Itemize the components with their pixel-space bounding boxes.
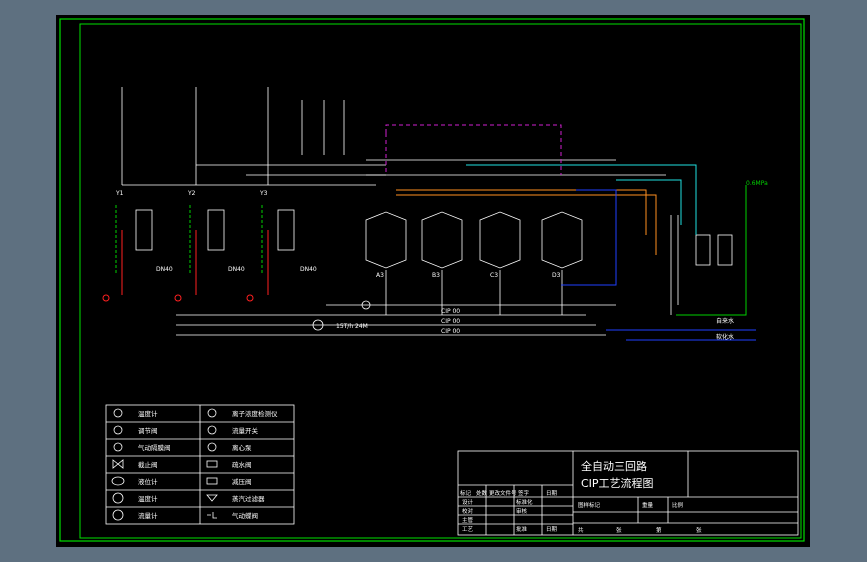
- diagram-labels: 15T/h 24M 自来水 软化水 0.6MPa CIP 00 CIP 00 C…: [115, 180, 768, 341]
- title-block: [457, 450, 799, 536]
- outer-frame: [59, 18, 805, 542]
- signal-lines: [115, 205, 263, 275]
- header-date: 日期: [546, 490, 558, 497]
- tank-label-b3: B3: [432, 272, 440, 279]
- cip-line-1: CIP 00: [441, 308, 460, 315]
- legend-label: 温度计: [138, 494, 158, 503]
- process-diagram: [121, 87, 756, 336]
- legend-label: 离子浓度检测仪: [232, 409, 278, 418]
- legend-label: 液位计: [138, 477, 158, 486]
- title-line-1: 全自动三回路: [581, 459, 647, 473]
- pressure-label: 0.6MPa: [746, 180, 768, 187]
- exchanger-label-1: Y1: [115, 190, 124, 197]
- tank-label-c3: C3: [490, 272, 498, 279]
- drain-label-1: DN40: [156, 266, 173, 273]
- legend-label: 温度计: [138, 409, 158, 418]
- row-standard: 标准化: [516, 498, 533, 506]
- drawing-sheet: 15T/h 24M 自来水 软化水 0.6MPa CIP 00 CIP 00 C…: [56, 15, 810, 547]
- footer-number: 第: [656, 526, 662, 534]
- legend-label: 气动隔膜阀: [138, 443, 171, 452]
- row-design: 设计: [462, 498, 474, 506]
- header-drawing-mark: 图样标记: [578, 501, 601, 509]
- row-date: 日期: [546, 526, 558, 533]
- title-line-2: CIP工艺流程图: [581, 476, 654, 490]
- colored-pipes: [385, 124, 756, 341]
- header-mark: 标记: [460, 489, 472, 497]
- header-scale: 比例: [672, 501, 684, 509]
- legend-label: 流量计: [138, 511, 158, 520]
- legend-label: 离心泵: [232, 443, 252, 452]
- right-label-soft-water: 软化水: [716, 333, 734, 341]
- title-block-text: 全自动三回路 CIP工艺流程图 标记 处数 更改文件号 签字 日期 设计 标准化…: [460, 459, 702, 534]
- diagram-canvas: 15T/h 24M 自来水 软化水 0.6MPa CIP 00 CIP 00 C…: [59, 18, 805, 542]
- drain-label-3: DN40: [300, 266, 317, 273]
- row-check: 校对: [462, 507, 474, 515]
- steam-lines: [102, 230, 269, 302]
- footer-total: 共: [578, 526, 584, 534]
- legend-label: 减压阀: [232, 477, 252, 486]
- right-label-tap-water: 自来水: [716, 317, 734, 325]
- inner-frame: [79, 23, 802, 539]
- exchanger-label-3: Y3: [259, 190, 268, 197]
- header-weight: 重量: [642, 501, 654, 509]
- row-approve: 批准: [516, 525, 528, 533]
- legend-label: 截止阀: [138, 460, 158, 469]
- pump-label: 15T/h 24M: [336, 323, 368, 330]
- cip-line-2: CIP 00: [441, 318, 460, 325]
- footer-sheets-1: 张: [616, 526, 622, 534]
- legend-label: 气动蝶阀: [232, 511, 258, 520]
- exchanger-label-2: Y2: [187, 190, 196, 197]
- legend-labels: 温度计 离子浓度检测仪 调节阀 流量开关 气动隔膜阀 离心泵 截止阀 疏水阀 液…: [138, 409, 278, 520]
- legend-label: 蒸汽过滤器: [232, 494, 265, 503]
- legend-label: 疏水阀: [232, 460, 252, 469]
- tank-label-a3: A3: [376, 272, 384, 279]
- tank-label-d3: D3: [552, 272, 561, 279]
- footer-sheets-2: 张: [696, 526, 702, 534]
- legend-label: 流量开关: [232, 426, 259, 435]
- header-change-doc: 更改文件号: [489, 489, 517, 497]
- legend-table: [105, 404, 295, 525]
- header-signature: 签字: [518, 489, 530, 497]
- row-review: 审核: [516, 507, 528, 515]
- header-count: 处数: [476, 489, 488, 497]
- cip-line-3: CIP 00: [441, 328, 460, 335]
- row-supervisor: 主管: [462, 516, 474, 524]
- row-process: 工艺: [462, 526, 474, 533]
- drain-label-2: DN40: [228, 266, 245, 273]
- legend-label: 调节阀: [138, 426, 158, 435]
